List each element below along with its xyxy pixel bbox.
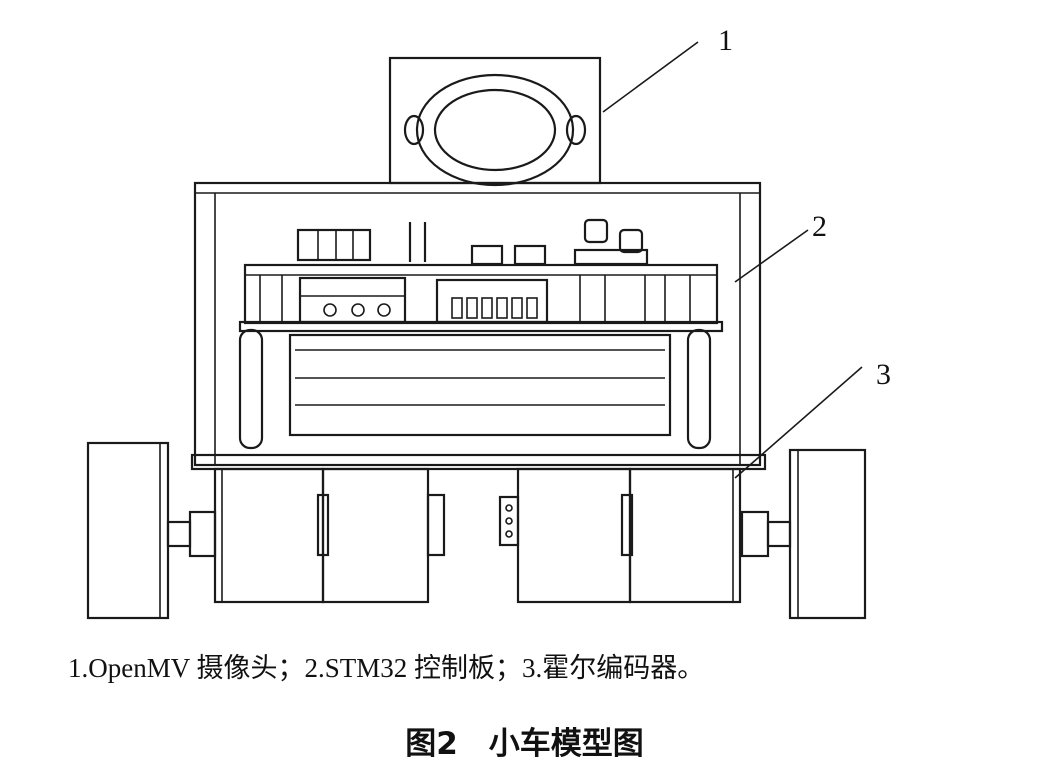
right-wheel [740, 448, 867, 620]
openmv-camera [388, 56, 602, 187]
callout-encoder: 3 [876, 358, 891, 391]
battery-pack [238, 328, 712, 450]
hall-encoder-motors [213, 467, 742, 604]
figure-legend: 1.OpenMV 摄像头；2.STM32 控制板；3.霍尔编码器。 [68, 653, 705, 683]
leader-line-encoder [734, 366, 863, 479]
figure-caption: 图2 小车模型图 [405, 726, 644, 762]
leader-line-camera [602, 41, 699, 113]
leader-line-board [734, 229, 809, 283]
stm32-control-board [238, 218, 724, 333]
callout-camera: 1 [718, 24, 733, 57]
callout-board: 2 [812, 210, 827, 243]
car-body-frame [190, 181, 767, 471]
car-model-diagram: 1 2 3 [86, 24, 891, 620]
left-wheel [86, 441, 217, 620]
